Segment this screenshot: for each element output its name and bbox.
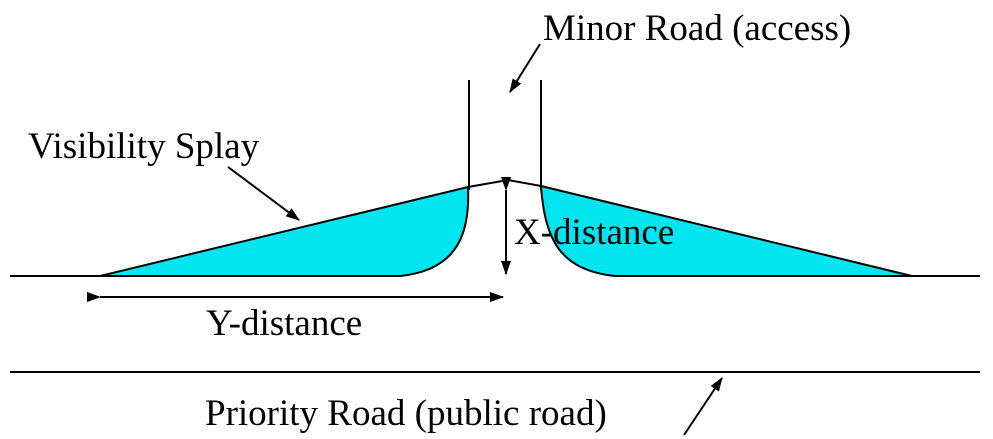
y-distance-label: Y-distance (206, 303, 363, 344)
x-distance-label: X-distance (514, 212, 675, 253)
sight-line-apex (467, 178, 542, 188)
splay-right (539, 184, 913, 277)
splay-left (99, 185, 470, 277)
priority-road-label: Priority Road (public road) (205, 393, 607, 434)
priority-road-leader (683, 377, 723, 436)
visibility-splay-label: Visibility Splay (28, 126, 260, 167)
minor-road-leader (509, 43, 541, 93)
minor-road-label: Minor Road (access) (543, 8, 852, 49)
visibility-splay-leader (227, 166, 300, 221)
